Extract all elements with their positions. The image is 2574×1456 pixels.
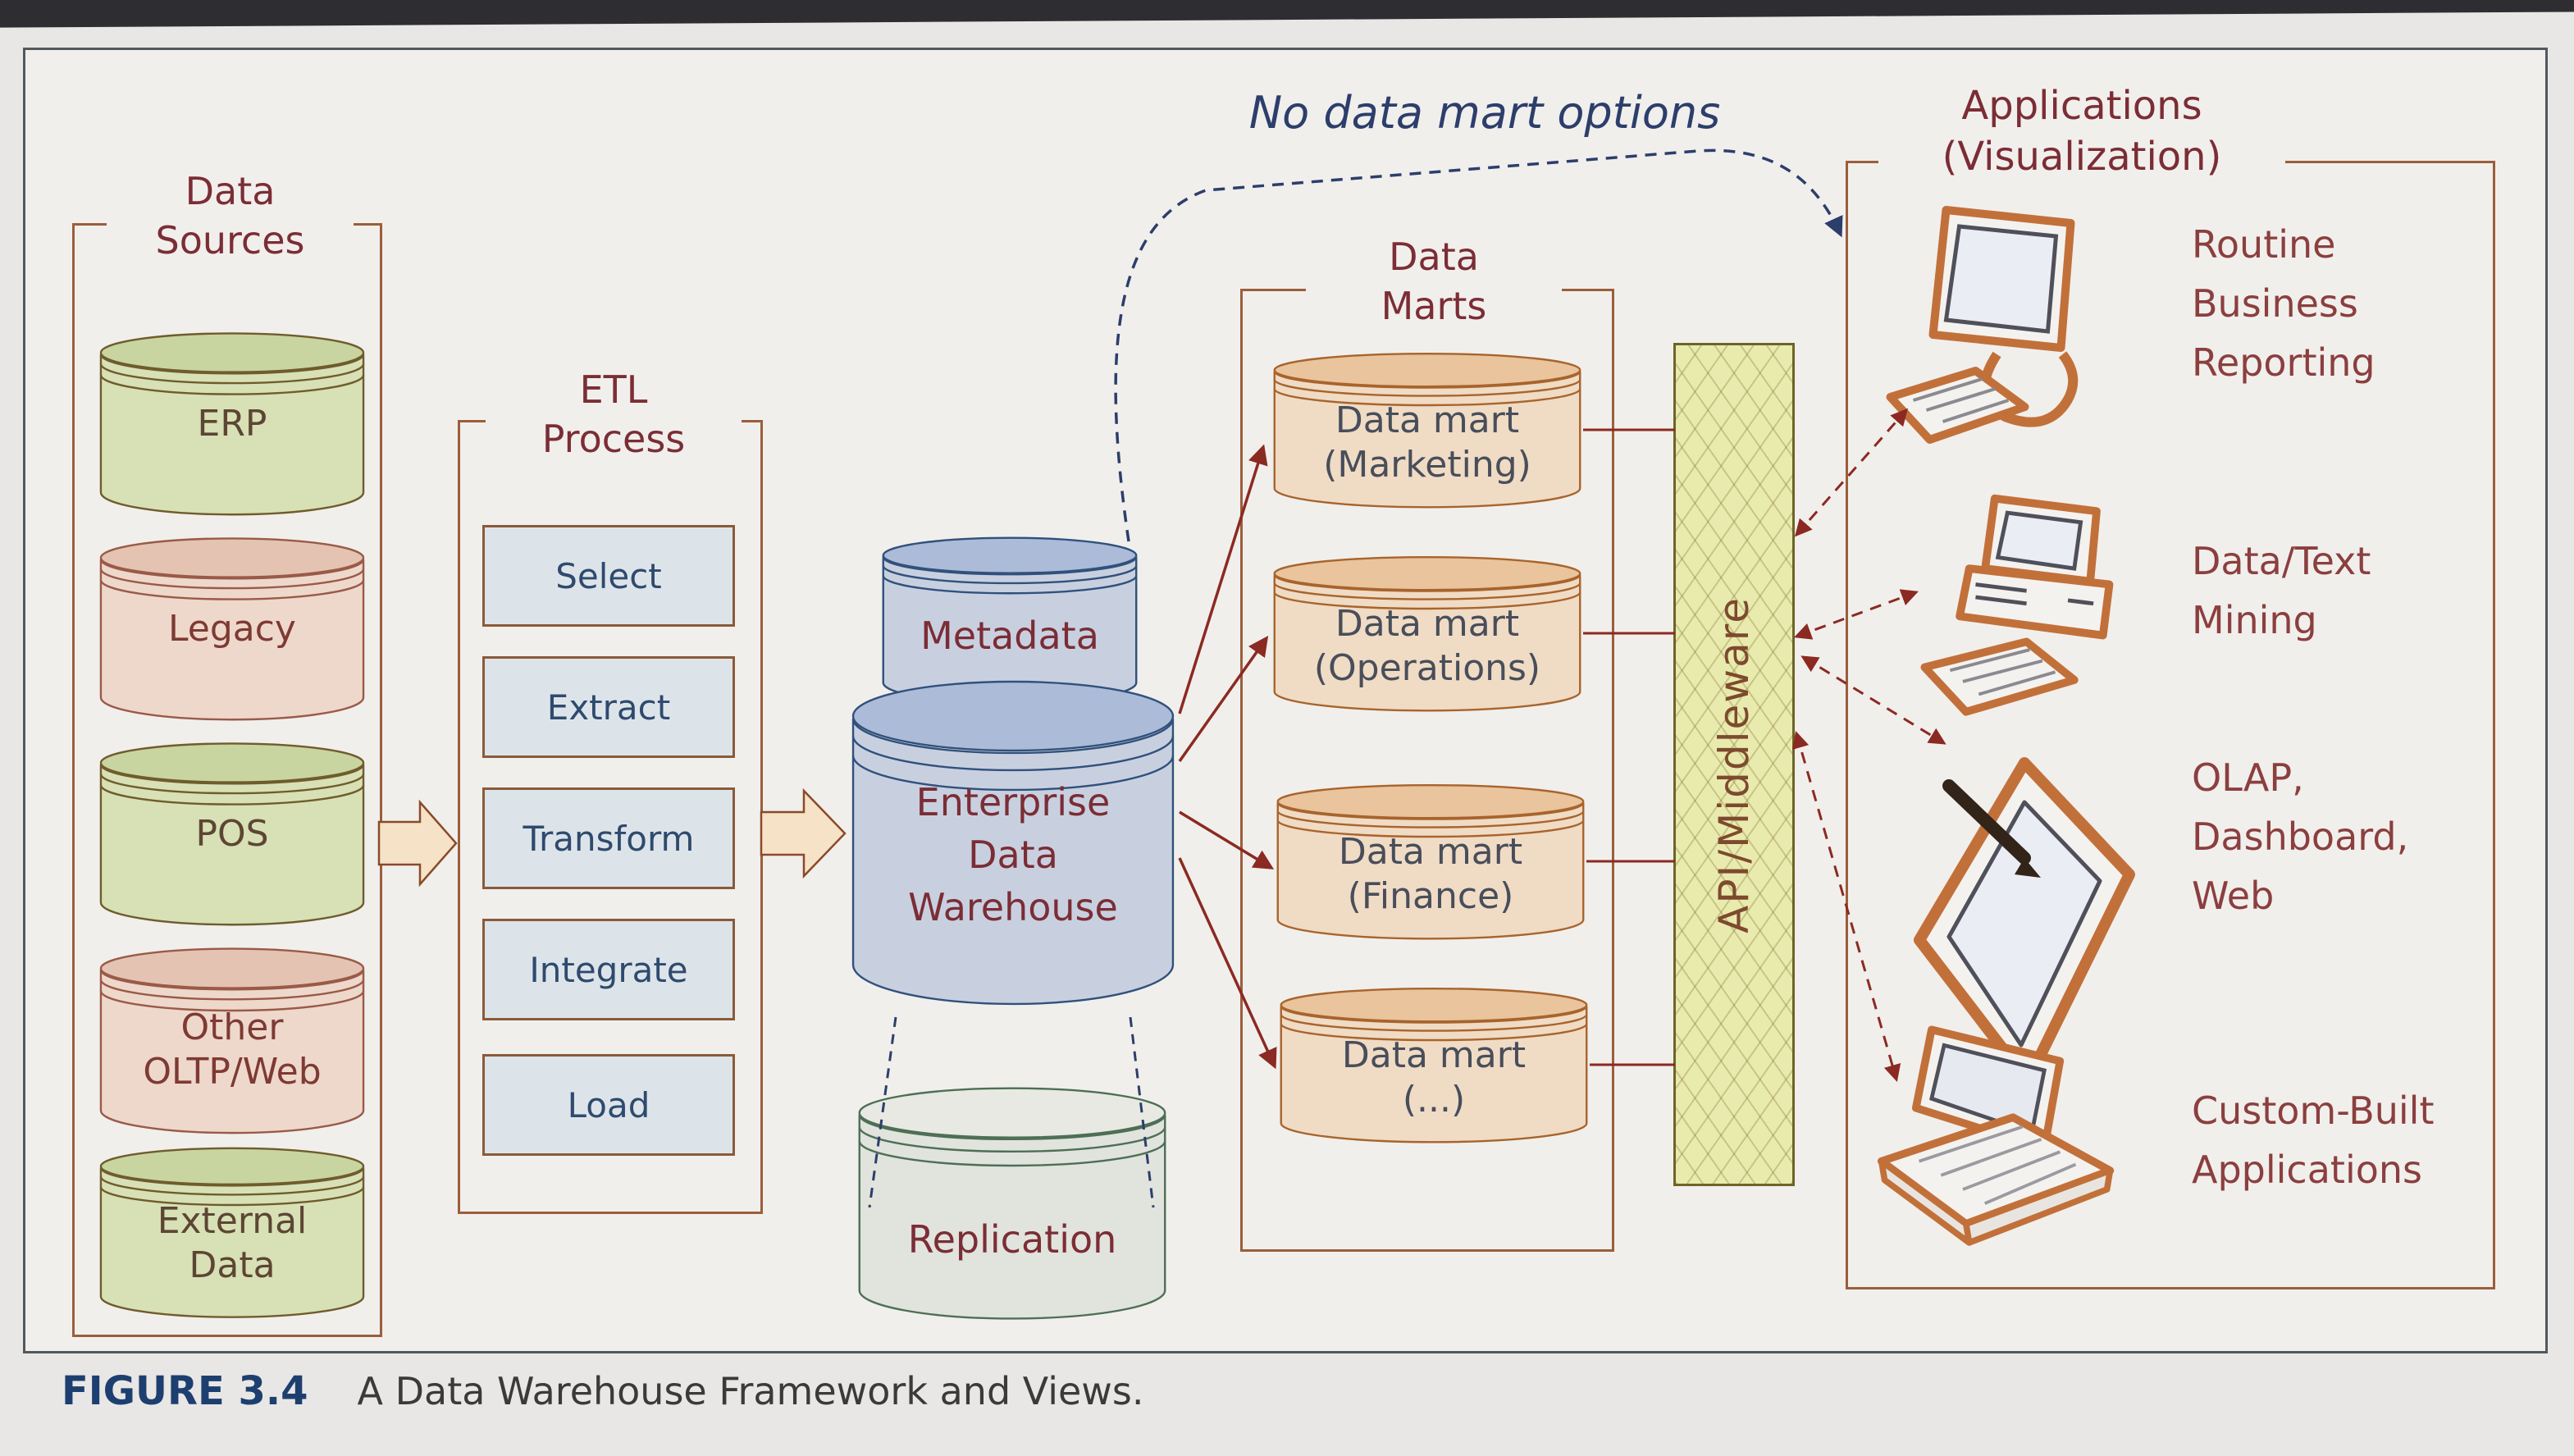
other-oltp-web-cylinder: Other OLTP/Web bbox=[97, 942, 367, 1139]
custom-built-applications-label: Custom-Built Applications bbox=[2192, 1089, 2435, 1192]
olap-dashboard-web-label: OLAP, Dashboard, Web bbox=[2192, 755, 2409, 918]
cylinder-shape bbox=[97, 532, 367, 725]
etl-title: ETL Process bbox=[486, 365, 742, 463]
workstation-computer-icon bbox=[1911, 489, 2174, 760]
cylinder-shape bbox=[1276, 983, 1591, 1147]
cylinder-shape bbox=[97, 942, 367, 1139]
crt-monitor-keyboard-icon bbox=[1872, 197, 2155, 476]
cylinder-shape bbox=[97, 1142, 367, 1322]
api-middleware-label: API/Middleware bbox=[1710, 596, 1758, 933]
external-data-cylinder: External Data bbox=[97, 1142, 367, 1322]
etl-step-transform: Transform bbox=[482, 787, 735, 889]
pos-cylinder: POS bbox=[97, 737, 367, 930]
enterprise-data-warehouse-cylinder: Enterprise Data Warehouse bbox=[848, 669, 1178, 1014]
laptop-icon bbox=[1859, 1017, 2170, 1276]
cylinder-shape bbox=[855, 1079, 1170, 1326]
etl-step-extract: Extract bbox=[482, 656, 735, 758]
cylinder-shape bbox=[848, 669, 1178, 1014]
figure-caption: FIGURE 3.4 A Data Warehouse Framework and… bbox=[62, 1368, 1144, 1414]
data-text-mining-label: Data/Text Mining bbox=[2192, 539, 2371, 642]
applications-title: Applications (Visualization) bbox=[1878, 80, 2285, 182]
api-middleware-bar: API/Middleware bbox=[1673, 343, 1795, 1186]
data-sources-title: Data Sources bbox=[107, 167, 354, 265]
etl-step-select: Select bbox=[482, 525, 735, 627]
no-data-mart-annotation: No data mart options bbox=[1248, 87, 1721, 139]
figure-caption-text: A Data Warehouse Framework and Views. bbox=[357, 1369, 1144, 1413]
erp-cylinder: ERP bbox=[97, 326, 367, 520]
data-marts-title: Data Marts bbox=[1306, 232, 1562, 331]
data-mart-other-cylinder: Data mart (...) bbox=[1276, 983, 1591, 1147]
routine-business-reporting-label: Routine Business Reporting bbox=[2192, 222, 2375, 385]
etl-step-integrate: Integrate bbox=[482, 919, 735, 1020]
cylinder-shape bbox=[1270, 551, 1585, 715]
photo-page-edge bbox=[0, 0, 2574, 28]
legacy-cylinder: Legacy bbox=[97, 532, 367, 725]
cylinder-shape bbox=[97, 737, 367, 930]
metadata-cylinder: Metadata bbox=[879, 532, 1140, 708]
figure-number: FIGURE 3.4 bbox=[62, 1368, 308, 1414]
cylinder-shape bbox=[97, 326, 367, 520]
data-mart-finance-cylinder: Data mart (Finance) bbox=[1273, 779, 1588, 943]
replication-cylinder: Replication bbox=[855, 1079, 1170, 1326]
data-mart-marketing-cylinder: Data mart (Marketing) bbox=[1270, 348, 1585, 512]
data-mart-operations-cylinder: Data mart (Operations) bbox=[1270, 551, 1585, 715]
cylinder-shape bbox=[1273, 779, 1588, 943]
etl-step-load: Load bbox=[482, 1054, 735, 1156]
cylinder-shape bbox=[879, 532, 1140, 708]
